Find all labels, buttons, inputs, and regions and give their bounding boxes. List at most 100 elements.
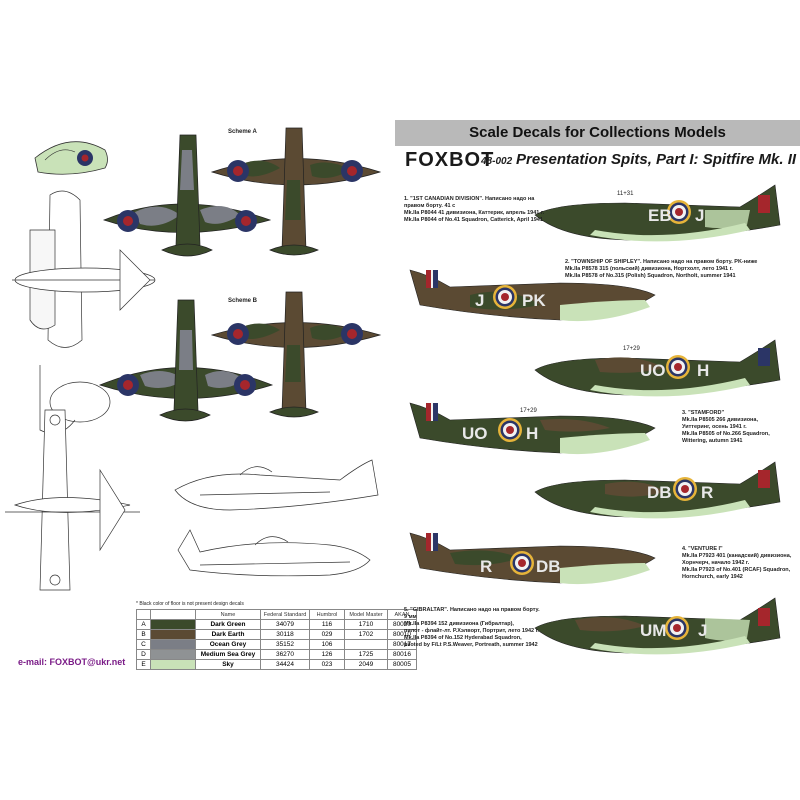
note-line: Mk.IIa P8505 266 дивизиона, xyxy=(682,417,758,423)
note-line: 2. "TOWNSHIP OF SHIPLEY". Написано надо … xyxy=(565,259,758,265)
note-1: 1. "1ST CANADIAN DIVISION". Написано над… xyxy=(404,196,554,224)
note-line: Mk.IIa P8578 315 (польский) дивизиона, Н… xyxy=(565,266,733,272)
aircraft-code-left: UO xyxy=(640,361,666,380)
profile-4: UO H 17+29 xyxy=(409,402,656,455)
color-name: Sky xyxy=(195,659,261,670)
color-row: D Medium Sea Grey 36270 126 1725 80016 xyxy=(136,649,417,660)
note-line: 5. "GIBRALTAR". Написано надо на правом … xyxy=(404,607,540,620)
aircraft-code-left: J xyxy=(475,291,484,310)
color-row: E Sky 34424 023 2049 80005 xyxy=(136,659,417,670)
note-line: пилот - флайт-лт. Р.Хэлворт, Портрит, ле… xyxy=(404,628,539,634)
color-mm: 1710 xyxy=(344,619,388,630)
note-line: Wittering, autumn 1941 xyxy=(682,438,743,444)
color-fs: 36270 xyxy=(260,649,310,660)
scheme-a-label: Scheme A xyxy=(228,129,257,135)
color-row: B Dark Earth 30118 029 1702 80010 xyxy=(136,629,417,640)
color-fs: 30118 xyxy=(260,629,310,640)
color-table: Name Federal Standard Humbrol Model Mast… xyxy=(136,609,417,670)
color-mm: 1702 xyxy=(344,629,388,640)
color-key: C xyxy=(136,639,151,650)
scheme-b-right-view xyxy=(210,291,382,418)
planform-drawing xyxy=(5,409,140,591)
underside-drawing xyxy=(12,190,156,434)
note-line: piloted by F/Lt P.S.Weaver, Portreath, s… xyxy=(404,642,538,648)
color-mm: 2049 xyxy=(344,659,388,670)
note-line: 4. "VENTURE I" xyxy=(682,546,723,552)
header-swatch xyxy=(150,609,196,620)
aircraft-code-right: J xyxy=(698,621,707,640)
profile-1: EB J 11+31 xyxy=(534,184,781,242)
color-mm: 1725 xyxy=(344,649,388,660)
color-footnote: * Black color of floor is not present de… xyxy=(136,601,244,607)
color-mm xyxy=(344,639,388,650)
color-row: C Ocean Grey 35152 106 80017 xyxy=(136,639,417,650)
header-banner: Scale Decals for Collections Models xyxy=(395,120,800,146)
color-fs: 34424 xyxy=(260,659,310,670)
color-name: Dark Earth xyxy=(195,629,261,640)
note-line: Mk.IIa P7923 401 (канадский) дивизиона, xyxy=(682,553,792,559)
color-swatch xyxy=(150,639,196,650)
profile-6: R DB xyxy=(409,532,656,585)
profile-5: DB R xyxy=(534,461,781,519)
sheet-title: Presentation Spits, Part I: Spitfire Mk.… xyxy=(516,151,797,168)
color-key: E xyxy=(136,659,151,670)
note-line: Mk.IIa P8044 of No.41 Squadron, Catteric… xyxy=(404,217,543,223)
color-name: Medium Sea Grey xyxy=(195,649,261,660)
note-line: Mk.IIa P8044 41 дивизиона, Каттерик, апр… xyxy=(404,210,545,216)
color-humbrol: 126 xyxy=(309,649,345,660)
note-line: Mk.IIa P8394 of No.152 Hyderabad Squadro… xyxy=(404,635,522,641)
serial-marking: 17+29 xyxy=(623,346,641,352)
aircraft-code-right: DB xyxy=(536,557,561,576)
color-humbrol: 023 xyxy=(309,659,345,670)
color-humbrol: 116 xyxy=(309,619,345,630)
brand-logo: FOXBOT xyxy=(405,149,495,171)
color-key: A xyxy=(136,619,151,630)
aircraft-code-left: UO xyxy=(462,424,488,443)
header-mm: Model Master xyxy=(344,609,388,620)
color-fs: 34079 xyxy=(260,619,310,630)
scheme-b-label: Scheme B xyxy=(228,298,258,304)
color-key: B xyxy=(136,629,151,640)
aircraft-code-left: UM xyxy=(640,621,666,640)
color-key: D xyxy=(136,649,151,660)
aircraft-code-right: PK xyxy=(522,291,546,310)
scheme-a-upper-view xyxy=(103,134,272,257)
color-name: Dark Green xyxy=(195,619,261,630)
scheme-a-right-view xyxy=(210,127,382,256)
color-humbrol: 106 xyxy=(309,639,345,650)
side-view-line-drawing-lower xyxy=(177,529,371,577)
profile-2: J PK xyxy=(409,269,656,322)
aircraft-code-right: H xyxy=(697,361,709,380)
profile-3: UO H 17+29 xyxy=(534,339,781,397)
sheet-code: 48-002 xyxy=(481,156,513,167)
note-4: 4. "VENTURE I" Mk.IIa P7923 401 (канадск… xyxy=(682,546,796,581)
color-table-header: Name Federal Standard Humbrol Model Mast… xyxy=(136,609,417,620)
note-3: 3. "STAMFORD" Mk.IIa P8505 266 дивизиона… xyxy=(682,410,792,445)
note-line: 3. "STAMFORD" xyxy=(682,410,725,416)
serial-marking: 17+29 xyxy=(520,408,538,414)
note-line: Mk.IIa P8578 of No.315 (Polish) Squadron… xyxy=(565,273,736,279)
fuselage-section-drawing xyxy=(34,141,108,175)
color-swatch xyxy=(150,629,196,640)
note-line: Mk.IIa P8505 of No.266 Squadron, xyxy=(682,431,770,437)
color-swatch xyxy=(150,659,196,670)
color-swatch xyxy=(150,649,196,660)
scheme-b-upper-view xyxy=(98,299,274,422)
header-humbrol: Humbrol xyxy=(309,609,345,620)
note-5: 5. "GIBRALTAR". Написано надо на правом … xyxy=(404,607,544,649)
side-view-line-drawing-upper xyxy=(174,459,379,511)
header-fs: Federal Standard xyxy=(260,609,310,620)
aircraft-code-right: H xyxy=(526,424,538,443)
color-fs: 35152 xyxy=(260,639,310,650)
left-artwork: Scheme A Scheme B xyxy=(5,127,382,591)
note-line: Mk.IIa P8394 152 дивизиона (Гибралтар), xyxy=(404,621,514,627)
header-name: Name xyxy=(195,609,261,620)
serial-marking: 11+31 xyxy=(617,191,634,197)
color-akan: 80005 xyxy=(387,659,417,670)
header-key xyxy=(136,609,151,620)
aircraft-code-left: R xyxy=(480,557,492,576)
aircraft-code-right: J xyxy=(695,206,704,225)
profile-7: UM J xyxy=(534,597,781,655)
aircraft-code-left: DB xyxy=(647,483,672,502)
note-line: Хорнчерч, начало 1942 г. xyxy=(682,560,750,566)
